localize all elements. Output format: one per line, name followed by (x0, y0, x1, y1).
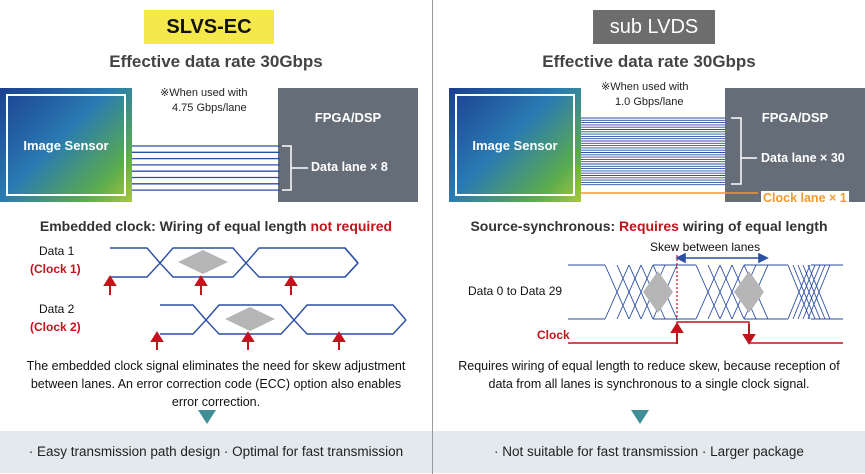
slvs-ec-panel: SLVS-EC Effective data rate 30Gbps Image… (0, 0, 432, 474)
lvds-data-range-label: Data 0 to Data 29 (468, 284, 563, 298)
lvds-clock-lane-count: Clock lane × 1 (761, 191, 849, 205)
lvds-eye-trace (802, 264, 826, 320)
lvds-wiring-and-timing-diagram (568, 117, 843, 345)
lvds-fpga-label: FPGA/DSP (761, 110, 829, 125)
lvds-skew-label: Skew between lanes (650, 240, 761, 254)
slvs-data2-label: Data 2 (39, 302, 75, 316)
slvs-lane-note: ※When used with 4.75 Gbps/lane (160, 87, 248, 114)
slvs-data1-label: Data 1 (39, 244, 75, 258)
lvds-subheading: Source-synchronous: Requires wiring of e… (470, 218, 828, 234)
sub-lvds-data-rate: Effective data rate 30Gbps (542, 52, 756, 71)
slvs-wiring-and-timing-diagram (103, 145, 407, 350)
lvds-eye-trace (797, 264, 821, 320)
lvds-eye-trace (719, 264, 745, 320)
lvds-eye-trace (628, 264, 654, 320)
lvds-image-sensor-block: Image Sensor (449, 88, 581, 202)
lvds-eye-trace (616, 264, 642, 320)
slvs-ec-data-rate: Effective data rate 30Gbps (109, 52, 323, 71)
lvds-description: Requires wiring of equal length to reduc… (458, 359, 840, 391)
lvds-lane-note: ※When used with 1.0 Gbps/lane (601, 81, 689, 108)
lvds-fpga-block: FPGA/DSP (725, 88, 865, 202)
lvds-eye-trace (707, 264, 733, 320)
slvs-description: The embedded clock signal eliminates the… (26, 359, 406, 409)
lvds-footer-summary: · Not suitable for fast transmission · L… (433, 431, 865, 473)
slvs-clock1-label: (Clock 1) (30, 262, 81, 276)
slvs-data-lane-count: Data lane × 8 (311, 160, 388, 174)
slvs-ec-title-badge: SLVS-EC (144, 10, 274, 44)
slvs-clock2-label: (Clock 2) (30, 320, 81, 334)
lvds-down-arrow-icon (631, 410, 649, 424)
lvds-eye-trace (807, 264, 831, 320)
sub-lvds-title-badge: sub LVDS (593, 10, 715, 44)
sub-lvds-panel: sub LVDS Effective data rate 30Gbps Imag… (433, 0, 865, 474)
lvds-data-lane-count: Data lane × 30 (761, 151, 845, 165)
slvs-image-sensor-label: Image Sensor (23, 138, 109, 153)
lvds-image-sensor-label: Image Sensor (472, 138, 558, 153)
lvds-eye-trace (695, 264, 721, 320)
slvs-down-arrow-icon (198, 410, 216, 424)
lvds-eye-trace (604, 264, 630, 320)
slvs-fpga-label: FPGA/DSP (314, 110, 382, 125)
slvs-footer-summary: · Easy transmission path design · Optima… (0, 431, 432, 473)
slvs-subheading: Embedded clock: Wiring of equal length n… (39, 218, 393, 234)
panel-divider (432, 0, 433, 474)
slvs-image-sensor-block: Image Sensor (0, 88, 132, 202)
lvds-clock-label: Clock (537, 328, 570, 342)
slvs-fpga-block: FPGA/DSP (278, 88, 418, 202)
